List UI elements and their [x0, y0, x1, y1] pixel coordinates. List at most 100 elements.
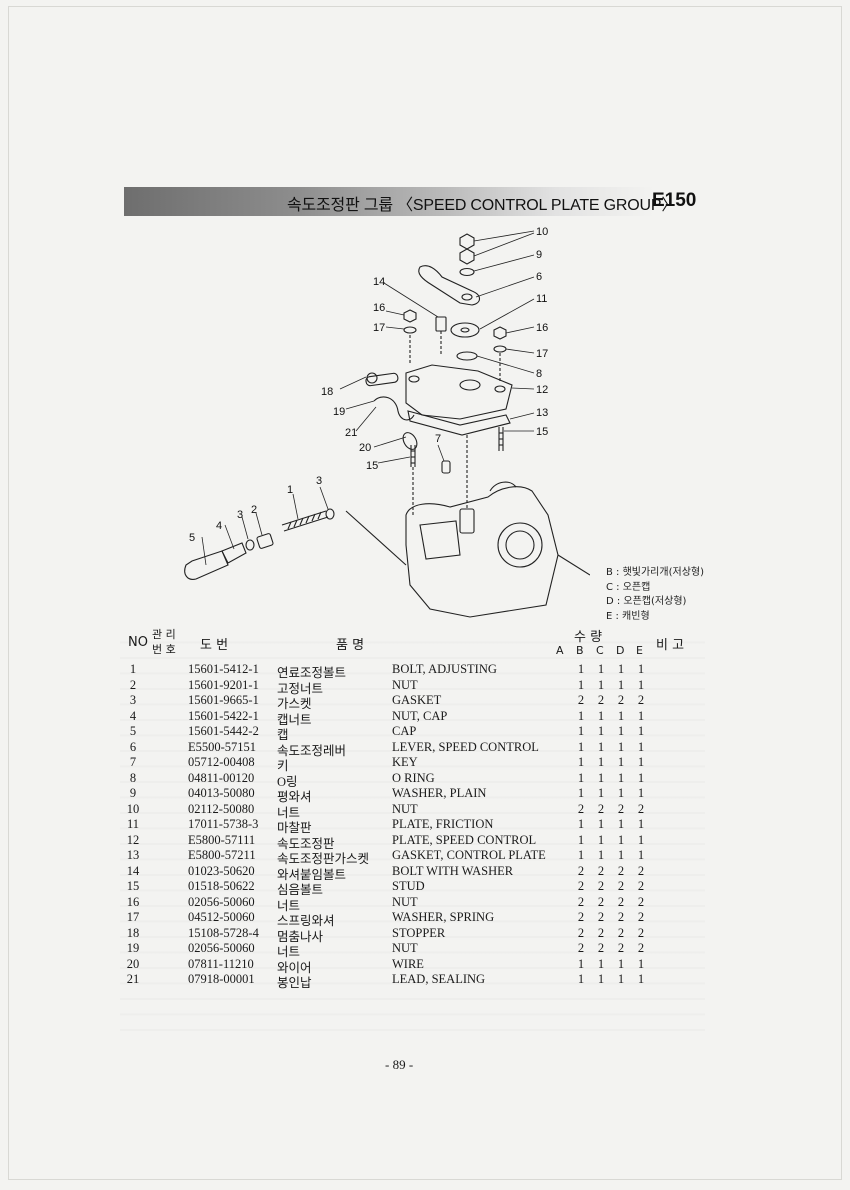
cell-pn: E5800-57211: [188, 848, 256, 862]
header-qty-e: E: [636, 644, 643, 657]
header-item-name: 품 명: [336, 638, 365, 653]
cell-b: 1: [577, 724, 585, 738]
nut-2: [256, 533, 274, 549]
cell-d: 2: [617, 879, 625, 893]
cell-kr: 너트: [277, 805, 301, 820]
cell-d: 1: [617, 708, 625, 723]
callout-6: 6: [536, 271, 542, 283]
cell-c: 2: [597, 941, 605, 955]
cell-kr: 평와셔: [277, 790, 312, 804]
cell-d: 2: [617, 941, 625, 955]
cell-kr: 심음볼트: [277, 883, 324, 897]
cell-pn: 07811-11210: [188, 956, 254, 971]
callout-3-upper: 3: [316, 475, 322, 487]
bolt-1: [281, 510, 329, 532]
cell-en: STOPPER: [392, 925, 446, 940]
cell-b: 1: [577, 662, 585, 676]
cell-e: 2: [637, 910, 645, 924]
callout-17-left: 17: [373, 322, 385, 334]
cell-e: 1: [637, 817, 645, 831]
cell-e: 1: [637, 848, 645, 862]
cell-c: 1: [597, 832, 605, 847]
cell-b: 2: [577, 925, 585, 940]
cell-no: 12: [126, 832, 140, 847]
cell-b: 1: [577, 708, 585, 723]
cell-no: 15: [126, 879, 140, 893]
speed-control-plate-12: [405, 364, 513, 420]
callout-16-right: 16: [536, 322, 548, 334]
callout-18: 18: [321, 386, 333, 398]
callout-9: 9: [536, 249, 542, 261]
cell-no: 16: [126, 894, 140, 909]
cell-b: 1: [577, 972, 585, 986]
cell-kr: 키: [277, 759, 289, 773]
cell-d: 1: [617, 770, 625, 785]
cell-b: 2: [577, 693, 585, 707]
cell-kr: 와이어: [277, 960, 312, 975]
cell-pn: 04512-50060: [188, 910, 255, 924]
cell-e: 2: [637, 941, 645, 955]
cell-d: 2: [617, 910, 625, 924]
gasket-3-upper: [325, 508, 335, 520]
header-mgmt-2: 번 호: [152, 643, 176, 656]
title-bar: [124, 187, 700, 216]
cell-b: 1: [577, 956, 585, 971]
cell-kr: 봉인납: [277, 976, 312, 990]
cell-no: 19: [126, 941, 140, 955]
callout-10: 10: [536, 226, 548, 238]
header-remarks: 비 고: [656, 638, 685, 653]
cell-pn: 15601-5442-2: [188, 724, 259, 738]
cell-e: 1: [637, 755, 645, 769]
cell-b: 2: [577, 941, 585, 955]
cell-e: 2: [637, 863, 645, 878]
cell-c: 1: [597, 677, 605, 692]
cell-no: 21: [126, 972, 140, 986]
cell-d: 1: [617, 755, 625, 769]
cell-pn: 15108-5728-4: [188, 925, 259, 940]
cell-kr: 캡: [277, 728, 289, 742]
cell-kr: 가스켓: [277, 697, 312, 711]
cell-en: STUD: [392, 879, 425, 893]
bolt-14: [435, 316, 447, 332]
cell-en: O RING: [392, 770, 435, 785]
cell-b: 2: [577, 863, 585, 878]
cell-d: 1: [617, 832, 625, 847]
header-qty-c: C: [596, 644, 604, 657]
cell-c: 2: [597, 801, 605, 816]
cell-no: 20: [126, 956, 140, 971]
cell-en: NUT: [392, 894, 418, 909]
cell-d: 1: [617, 739, 625, 754]
cell-no: 11: [126, 817, 140, 831]
cell-d: 1: [617, 677, 625, 692]
cell-d: 1: [617, 848, 625, 862]
callout-13: 13: [536, 407, 548, 419]
cell-no: 18: [126, 925, 140, 940]
cell-kr: 스프링와셔: [277, 914, 335, 928]
cell-kr: 너트: [277, 898, 301, 913]
cell-kr: 고정너트: [277, 681, 324, 696]
cell-b: 2: [577, 894, 585, 909]
cell-pn: 04811-00120: [188, 770, 255, 785]
cell-c: 1: [597, 972, 605, 986]
wire-20: [373, 396, 415, 421]
table-shading: [120, 636, 705, 1031]
cell-b: 2: [577, 879, 585, 893]
callout-20: 20: [359, 442, 371, 454]
cell-e: 2: [637, 925, 645, 940]
model-legend: B : 햇빛가리개(저상형) C : 오픈캡 D : 오픈캡(저상형) E : …: [606, 566, 704, 624]
cell-en: PLATE, FRICTION: [392, 817, 494, 831]
cell-c: 1: [597, 708, 605, 723]
callout-17-right: 17: [536, 348, 548, 360]
cell-e: 1: [637, 662, 645, 676]
